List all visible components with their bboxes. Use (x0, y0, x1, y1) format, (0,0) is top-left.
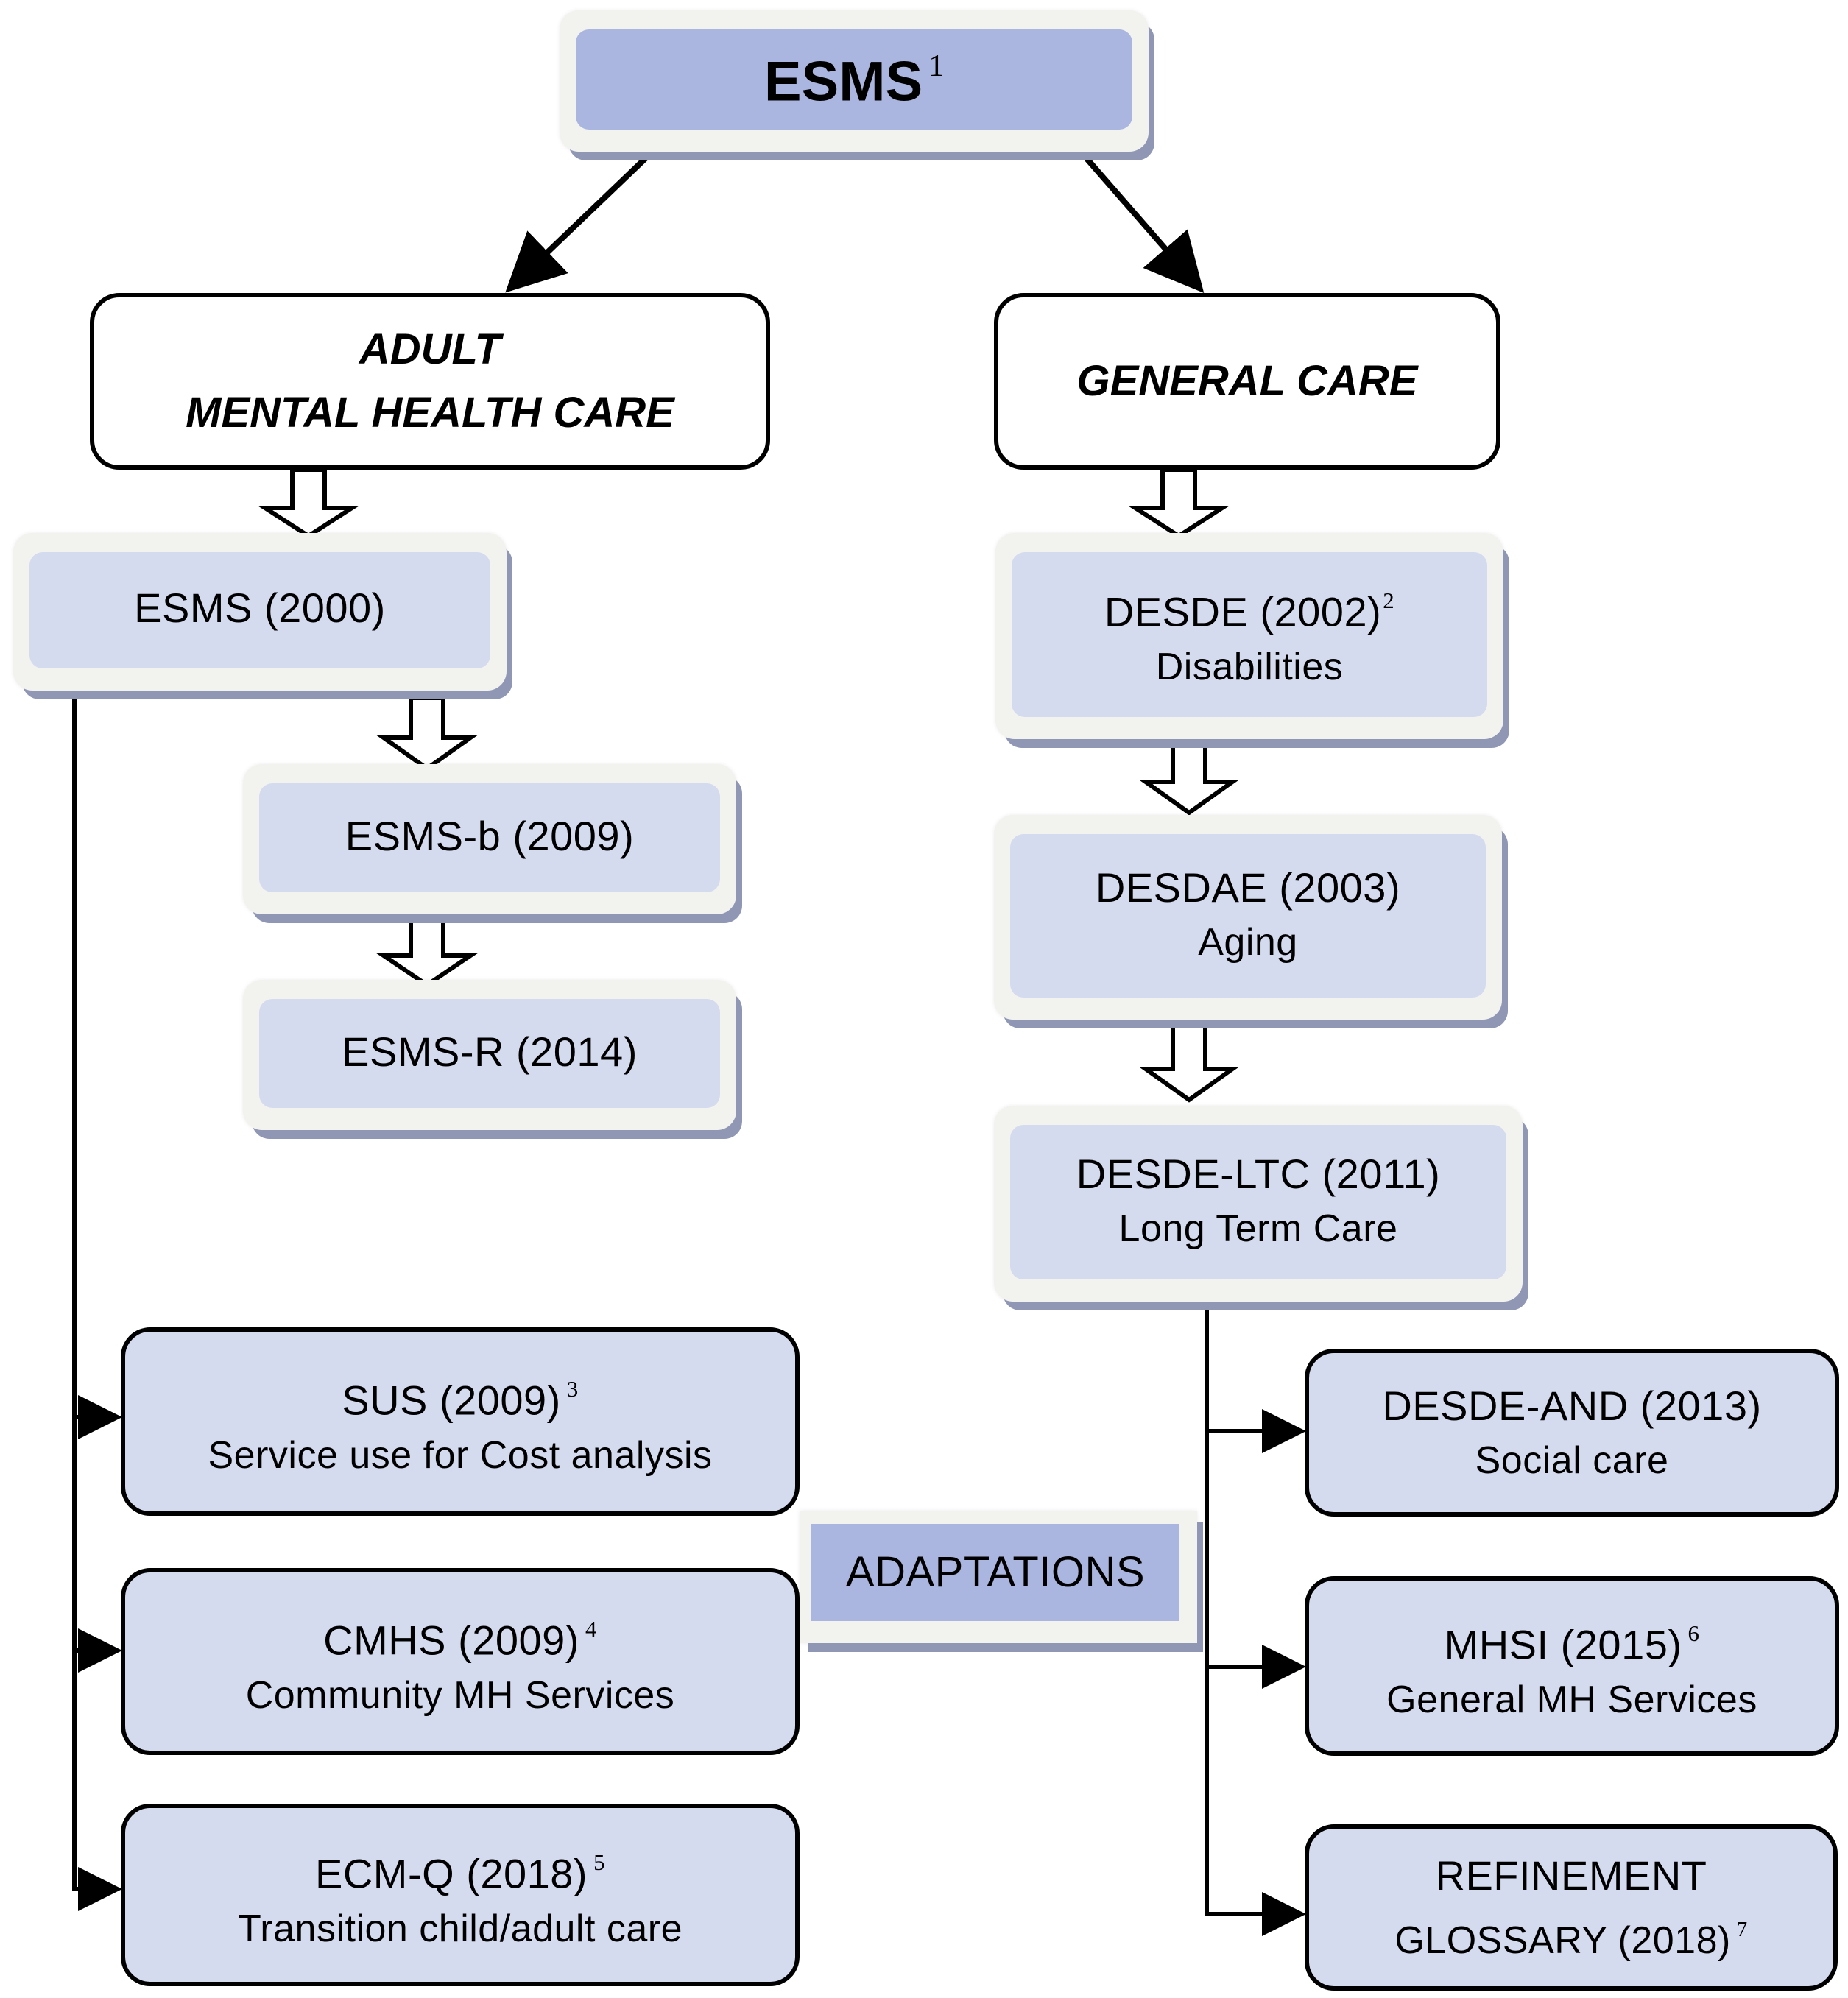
footnote-7: 7 (1736, 1918, 1748, 1942)
node-esms-2000-title: ESMS (2000) (134, 585, 386, 631)
node-desde-and-subtitle: Social care (1475, 1439, 1669, 1482)
node-mhsi-subtitle: General MH Services (1386, 1678, 1757, 1721)
hollow-arrow-desdae-to-ltc (1138, 1023, 1240, 1103)
node-sus-title: SUS (2009) (342, 1377, 561, 1424)
node-desde-2002: DESDE (2002)2 Disabilities (995, 533, 1503, 739)
node-esms-b-title: ESMS-b (2009) (345, 813, 635, 859)
footnote-1: 1 (928, 49, 945, 83)
adaptations-label-box: ADAPTATIONS (800, 1511, 1197, 1643)
adaptations-label: ADAPTATIONS (845, 1548, 1146, 1596)
node-mhsi-2015: MHSI (2015)6 General MH Services (1305, 1576, 1839, 1756)
node-cmhs-subtitle: Community MH Services (245, 1673, 675, 1717)
footnote-2: 2 (1383, 588, 1395, 614)
node-desdae-subtitle: Aging (1198, 921, 1298, 964)
footnote-6: 6 (1687, 1621, 1700, 1647)
hollow-arrow-general-to-desde (1127, 467, 1230, 539)
node-ecmq-title: ECM-Q (2018) (315, 1850, 588, 1897)
hollow-arrow-esmsb-to-esmsr (376, 914, 478, 988)
node-esms-r-title: ESMS-R (2014) (342, 1028, 638, 1075)
node-adult-line1: ADULT (359, 325, 501, 373)
node-cmhs-2009: CMHS (2009)4 Community MH Services (121, 1568, 800, 1755)
node-general-care: GENERAL CARE (994, 293, 1500, 470)
node-refinement-subtitle: GLOSSARY (2018) (1394, 1918, 1731, 1962)
footnote-3: 3 (566, 1377, 579, 1402)
node-desdae-title: DESDAE (2003) (1095, 864, 1401, 911)
node-ecm-q-2018: ECM-Q (2018)5 Transition child/adult car… (121, 1804, 800, 1986)
node-desde-ltc-title: DESDE-LTC (2011) (1076, 1151, 1441, 1197)
footnote-4: 4 (585, 1617, 597, 1642)
node-esms-2000: ESMS (2000) (13, 533, 507, 691)
node-refinement-glossary-2018: REFINEMENT GLOSSARY (2018)7 (1305, 1824, 1838, 1991)
node-adult-line2: MENTAL HEALTH CARE (186, 389, 674, 437)
node-desdae-2003: DESDAE (2003) Aging (994, 815, 1502, 1020)
node-desde-ltc-2011: DESDE-LTC (2011) Long Term Care (994, 1106, 1523, 1302)
node-desde-subtitle: Disabilities (1155, 645, 1344, 688)
hollow-arrow-esms2000-to-esmsb (376, 696, 478, 772)
node-cmhs-title: CMHS (2009) (323, 1617, 579, 1664)
node-ecmq-subtitle: Transition child/adult care (237, 1907, 683, 1950)
node-desde-and-2013: DESDE-AND (2013) Social care (1305, 1349, 1839, 1517)
node-desde-title: DESDE (2002) (1104, 588, 1382, 635)
footnote-5: 5 (593, 1850, 605, 1876)
hollow-arrow-adult-to-esms2000 (257, 467, 360, 539)
node-esms-root-title: ESMS (763, 50, 923, 113)
node-desde-and-title: DESDE-AND (2013) (1382, 1383, 1762, 1429)
node-general-line1: GENERAL CARE (1076, 357, 1418, 405)
node-sus-subtitle: Service use for Cost analysis (208, 1433, 713, 1477)
node-esms-b-2009: ESMS-b (2009) (243, 764, 736, 914)
hollow-arrow-desde-to-desdae (1138, 740, 1240, 816)
arrow-root-to-general (1082, 154, 1205, 294)
node-sus-2009: SUS (2009)3 Service use for Cost analysi… (121, 1327, 800, 1516)
node-desde-ltc-subtitle: Long Term Care (1118, 1207, 1398, 1250)
node-refinement-title: REFINEMENT (1435, 1852, 1707, 1899)
node-mhsi-title: MHSI (2015) (1444, 1621, 1682, 1668)
node-adult-mental-health-care: ADULT MENTAL HEALTH CARE (90, 293, 770, 470)
node-esms-r-2014: ESMS-R (2014) (243, 980, 736, 1130)
arrow-root-to-adult (505, 154, 650, 293)
